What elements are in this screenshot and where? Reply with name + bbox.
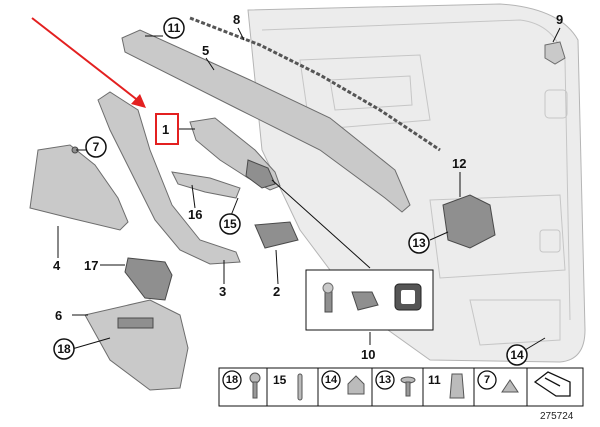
part-2-switch-bezel — [254, 221, 299, 249]
part-5-trim-strip — [121, 29, 411, 213]
callout-14: 14 — [506, 344, 528, 366]
callout-11: 11 — [163, 17, 185, 39]
svg-text:11: 11 — [428, 373, 441, 387]
legend-strip: 18 15 14 13 11 7 — [218, 367, 584, 407]
svg-text:11: 11 — [168, 21, 181, 35]
legend-item-18: 18 — [222, 370, 261, 399]
callout-13: 13 — [408, 232, 430, 254]
legend-item-11: 11 — [428, 373, 465, 399]
legend-item-14: 14 — [321, 370, 365, 395]
svg-text:15: 15 — [273, 373, 287, 387]
legend-item-13: 13 — [375, 370, 416, 397]
part-4-triangle-cover — [29, 144, 129, 231]
svg-text:7: 7 — [93, 140, 100, 154]
callout-10: 10 — [361, 347, 375, 362]
callout-7: 7 — [85, 136, 107, 158]
callout-6: 6 — [55, 308, 62, 323]
svg-text:13: 13 — [412, 236, 426, 250]
part-3-handle-trim — [97, 91, 241, 265]
callout-18: 18 — [53, 338, 75, 360]
part-10-kit-box — [305, 269, 434, 331]
svg-text:14: 14 — [510, 348, 524, 362]
legend-item-15: 15 — [273, 373, 303, 401]
bent-arrow-icon — [533, 371, 571, 397]
svg-text:15: 15 — [223, 217, 237, 231]
part-1-inner-handle — [189, 117, 281, 191]
svg-text:18: 18 — [57, 342, 71, 356]
callout-17: 17 — [84, 258, 98, 273]
part-16-cover — [171, 171, 241, 199]
callout-3: 3 — [219, 284, 226, 299]
callout-2: 2 — [273, 284, 280, 299]
legend-item-7: 7 — [477, 370, 519, 393]
part-6-lower-cover — [84, 299, 189, 391]
highlight-box — [155, 113, 179, 145]
callout-16: 16 — [188, 207, 202, 222]
callout-5: 5 — [202, 43, 209, 58]
part-8-seal-strip — [189, 16, 441, 152]
part-17-bracket — [124, 257, 173, 301]
callout-15: 15 — [219, 213, 241, 235]
part-9-clip — [544, 41, 566, 65]
part-12-block — [442, 194, 496, 249]
callout-12: 12 — [452, 156, 466, 171]
red-arrow — [31, 17, 146, 108]
callout-8: 8 — [233, 12, 240, 27]
svg-text:13: 13 — [379, 374, 391, 386]
callout-9: 9 — [556, 12, 563, 27]
callout-4: 4 — [53, 258, 61, 273]
reference-number: 275724 — [540, 411, 574, 422]
svg-text:7: 7 — [484, 374, 490, 386]
svg-text:18: 18 — [226, 374, 238, 386]
svg-text:14: 14 — [325, 374, 338, 386]
callout-1: 1 — [162, 122, 169, 137]
